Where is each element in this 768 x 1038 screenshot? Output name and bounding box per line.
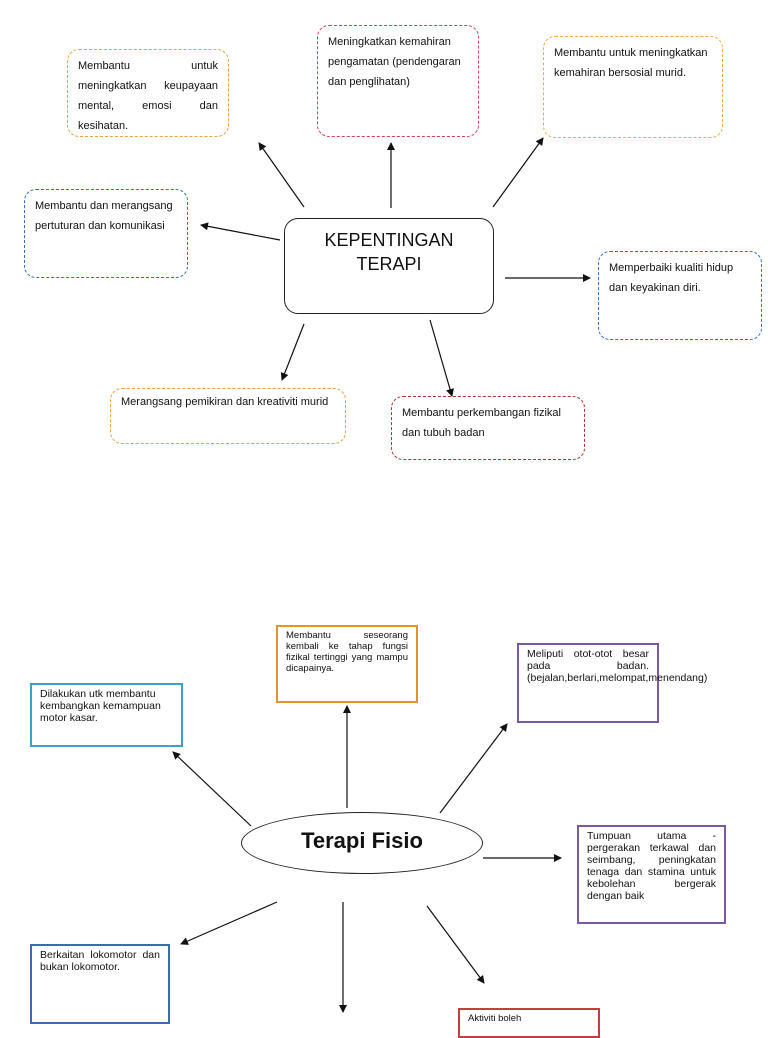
node-sosial: Membantu untuk meningkatkan kemahiran be… — [543, 36, 723, 138]
kepentingan-terapi-center: KEPENTINGAN TERAPI — [284, 218, 494, 314]
arrow-to-aktiviti — [426, 905, 485, 984]
arrow-to-kreativiti — [280, 323, 305, 381]
node-sosial-text: Membantu untuk meningkatkan kemahiran be… — [554, 47, 708, 79]
arrow-to-komunikasi — [200, 222, 281, 241]
node-pengamatan: Meningkatkan kemahiran pengamatan (pende… — [317, 25, 479, 137]
node-tumpuan-text: Tumpuan utama - pergerakan terkawal dan … — [587, 830, 716, 902]
terapi-fisio-title: Terapi Fisio — [301, 828, 423, 853]
arrow-to-motor — [172, 751, 252, 827]
arrow-to-mental — [258, 142, 305, 208]
node-fizikal: Membantu perkembangan fizikal dan tubuh … — [391, 396, 585, 460]
node-mental-text: Membantu untuk meningkatkan keupayaan me… — [78, 60, 218, 132]
center-title-line1: KEPENTINGAN — [324, 230, 454, 250]
node-lokomotor-text: Berkaitan lokomotor dan bukan lokomotor. — [40, 949, 160, 973]
terapi-fisio-center: Terapi Fisio — [241, 812, 483, 874]
arrow-to-fizikal — [429, 319, 454, 397]
center-title-line2: TERAPI — [356, 254, 422, 274]
node-motor: Dilakukan utk membantu kembangkan kemamp… — [30, 683, 183, 747]
node-komunikasi: Membantu dan merangsang pertuturan dan k… — [24, 189, 188, 278]
node-fizikal-text: Membantu perkembangan fizikal dan tubuh … — [402, 407, 561, 439]
node-fungsi: Membantu seseorang kembali ke tahap fung… — [276, 625, 418, 703]
node-otot: Meliputi otot-otot besar pada badan. (be… — [517, 643, 707, 723]
arrow-to-otot — [439, 723, 508, 814]
node-fungsi-text: Membantu seseorang kembali ke tahap fung… — [286, 630, 408, 674]
arrow-to-sosial — [492, 137, 544, 208]
node-mental: Membantu untuk meningkatkan keupayaan me… — [67, 49, 229, 137]
node-kreativiti: Merangsang pemikiran dan kreativiti muri… — [110, 388, 346, 444]
node-kualiti-text: Memperbaiki kualiti hidup dan keyakinan … — [609, 262, 734, 294]
node-motor-text: Dilakukan utk membantu kembangkan kemamp… — [40, 688, 161, 724]
node-aktiviti-text: Aktiviti boleh — [468, 1013, 522, 1024]
node-otot-text: Meliputi otot-otot besar pada badan. (be… — [527, 648, 708, 684]
node-kualiti: Memperbaiki kualiti hidup dan keyakinan … — [598, 251, 762, 340]
node-pengamatan-text: Meningkatkan kemahiran pengamatan (pende… — [328, 36, 461, 88]
node-komunikasi-text: Membantu dan merangsang pertuturan dan k… — [35, 200, 173, 232]
node-lokomotor: Berkaitan lokomotor dan bukan lokomotor. — [30, 944, 170, 1024]
node-tumpuan: Tumpuan utama - pergerakan terkawal dan … — [577, 825, 726, 924]
arrow-to-lokomotor — [180, 901, 278, 945]
node-kreativiti-text: Merangsang pemikiran dan kreativiti muri… — [121, 396, 329, 408]
